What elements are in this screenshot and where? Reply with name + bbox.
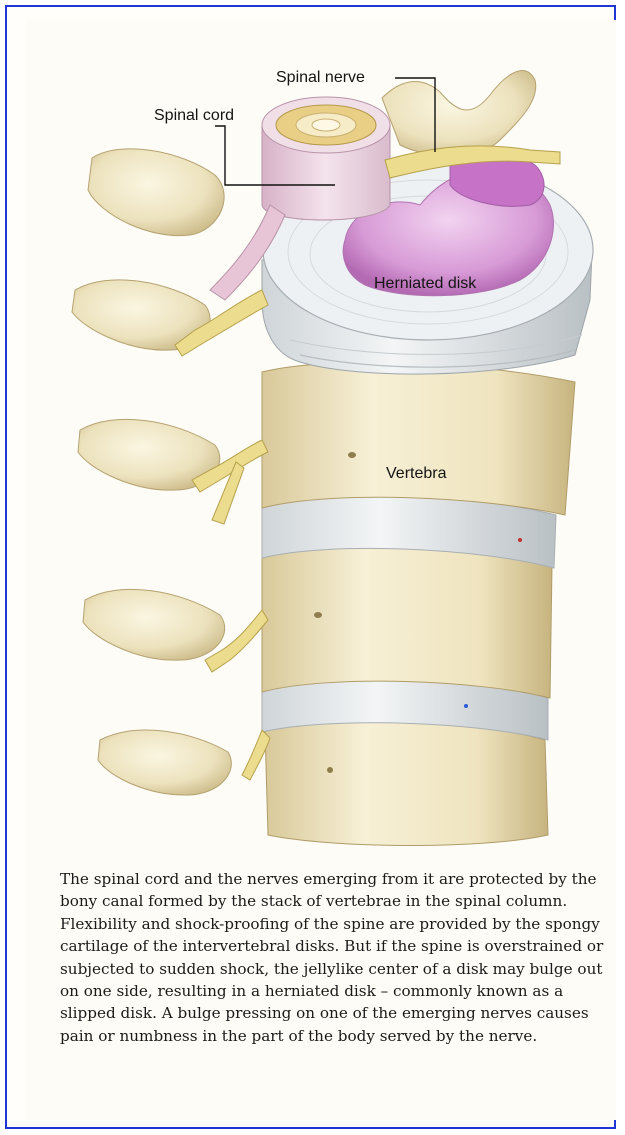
herniated-disk-label: Herniated disk — [374, 276, 476, 292]
figure-caption: The spinal cord and the nerves emerging … — [60, 868, 610, 1047]
spinal-nerve-label: Spinal nerve — [276, 70, 365, 86]
vertebra-stack — [262, 362, 575, 845]
spinal-cord-label: Spinal cord — [154, 108, 234, 124]
upper-process — [382, 71, 536, 156]
spinal-cord — [262, 97, 390, 220]
vertebra-label: Vertebra — [386, 466, 446, 482]
